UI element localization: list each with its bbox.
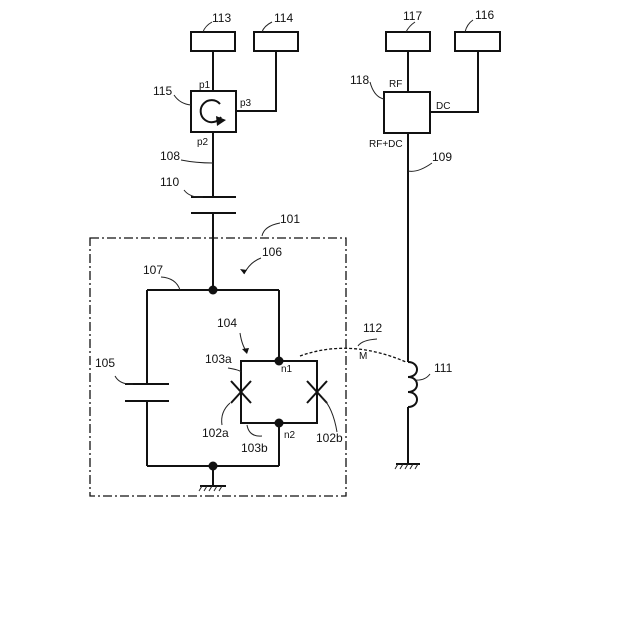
- block-113: [191, 32, 235, 51]
- label-106: 106: [262, 245, 282, 259]
- label-112: 112: [363, 321, 382, 335]
- label-115: 115: [153, 84, 172, 98]
- port-p2: p2: [197, 137, 209, 148]
- label-104: 104: [217, 316, 237, 330]
- label-111: 111: [434, 361, 453, 375]
- port-dc: DC: [436, 101, 450, 112]
- block-117: [386, 32, 430, 51]
- label-114: 114: [274, 11, 293, 25]
- label-m: M: [359, 351, 367, 362]
- label-108: 108: [160, 149, 180, 163]
- label-107: 107: [143, 263, 163, 277]
- label-102b: 102b: [316, 431, 343, 445]
- node-label-n1: n1: [281, 364, 293, 375]
- block-114: [254, 32, 298, 51]
- label-103a: 103a: [205, 352, 232, 366]
- node-n2: [275, 419, 284, 428]
- label-103b: 103b: [241, 441, 268, 455]
- block-116: [455, 32, 500, 51]
- label-110: 110: [160, 175, 179, 189]
- mutual-inductance-112: [300, 348, 406, 362]
- label-109: 109: [432, 150, 452, 164]
- node-label-n2: n2: [284, 430, 296, 441]
- label-116: 116: [475, 8, 494, 22]
- ground-right-icon: [395, 464, 420, 469]
- label-118: 118: [350, 73, 369, 87]
- label-105: 105: [95, 356, 115, 370]
- circulator-115: [191, 91, 236, 132]
- port-p1: p1: [199, 80, 211, 91]
- port-rf: RF: [389, 79, 402, 90]
- port-p3: p3: [240, 98, 252, 109]
- leader-lines: [115, 20, 473, 436]
- bias-tee-118: [384, 92, 430, 133]
- label-117: 117: [403, 9, 422, 23]
- label-102a: 102a: [202, 426, 229, 440]
- node-top: [209, 286, 218, 295]
- squid-loop-104: [241, 361, 317, 423]
- inductor-111: [408, 362, 417, 407]
- port-rf-dc: RF+DC: [369, 139, 403, 150]
- ground-left-icon: [199, 486, 226, 491]
- boundary-101: [90, 238, 346, 496]
- label-101: 101: [280, 212, 300, 226]
- label-113: 113: [212, 11, 231, 25]
